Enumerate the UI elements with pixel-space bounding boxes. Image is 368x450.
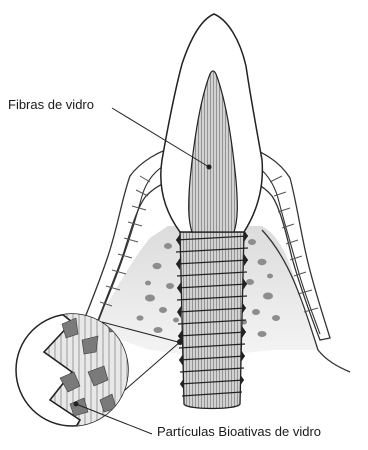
zoom-anchor-dot — [177, 339, 183, 345]
implant-screw — [176, 230, 248, 409]
bioactive-particles-label: Partículas Bioativas de vidro — [157, 424, 321, 439]
glass-fibers-label: Fibras de vidro — [8, 97, 94, 112]
fibras-leader-dot — [207, 165, 212, 170]
